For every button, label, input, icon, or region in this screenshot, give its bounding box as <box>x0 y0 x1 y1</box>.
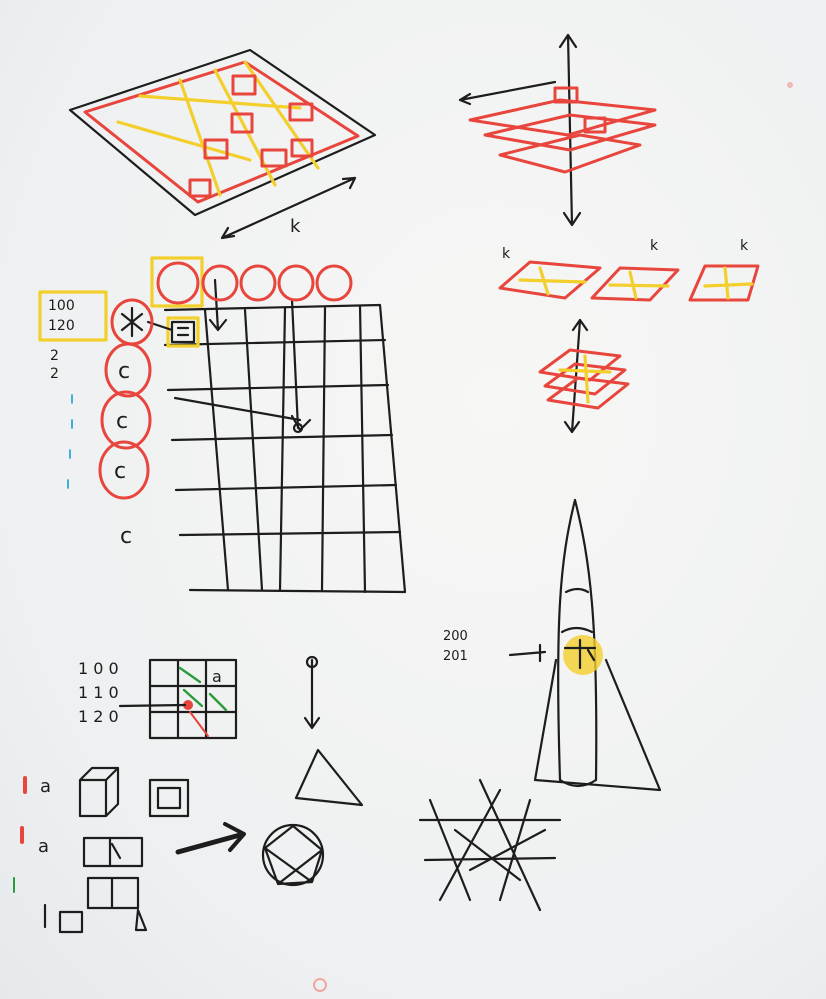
row-label-c-4: c <box>120 524 132 549</box>
rocket-code-2: 201 <box>443 649 468 664</box>
column-header-circles <box>152 258 351 306</box>
perspective-board: k <box>70 50 375 238</box>
small-table: 1 0 0 1 1 0 1 2 0 <box>78 659 119 726</box>
blue-row-codes: 100 120 2 2 <box>40 292 106 488</box>
sheet-label-3: k <box>740 238 749 254</box>
row-label-c-1: c <box>118 359 130 384</box>
rocket-code-1: 200 <box>443 629 468 644</box>
small-grid-cell-a: a <box>212 667 222 686</box>
sheet-label-2: k <box>650 238 659 254</box>
compact-stack <box>540 320 628 432</box>
arrow-to-polygon <box>178 824 323 885</box>
blue-code-4: 2 <box>50 366 59 382</box>
cube-label-a-2: a <box>38 836 49 857</box>
three-sheets: k k k <box>500 238 758 300</box>
blue-code-2: 120 <box>48 318 75 334</box>
row-label-c-2: c <box>116 409 128 434</box>
board-label-k: k <box>290 216 301 237</box>
blue-code-3: 2 <box>50 348 59 364</box>
small-table-row-3: 1 2 0 <box>78 707 119 726</box>
matrix-grid <box>148 280 405 592</box>
cube-sketches: a a <box>14 768 188 932</box>
sheet-label-1: k <box>502 246 511 262</box>
line-tangle <box>420 780 560 910</box>
row-label-c-3: c <box>114 459 126 484</box>
small-table-row-1: 1 0 0 <box>78 659 119 678</box>
small-table-row-2: 1 1 0 <box>78 683 119 702</box>
small-grid: a <box>120 660 236 738</box>
blue-code-1: 100 <box>48 298 75 314</box>
cube-label-a-1: a <box>40 776 51 797</box>
triangle-figure <box>296 657 362 805</box>
row-header-ellipses: c c c c <box>100 300 152 549</box>
rocket-shape: 200 201 <box>443 500 660 790</box>
stacked-planes <box>460 35 655 225</box>
